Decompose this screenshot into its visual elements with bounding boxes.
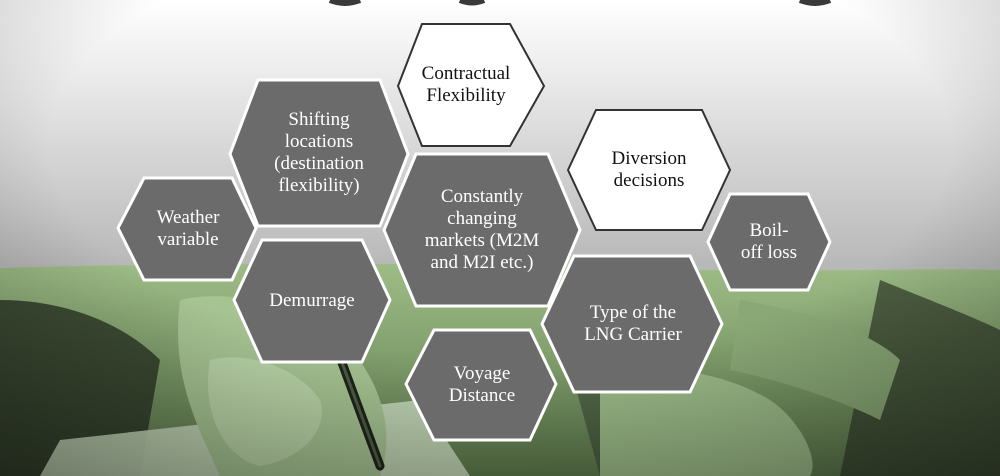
- node-label-voyage-distance: Voyage Distance: [448, 363, 516, 406]
- node-label-demurrage: Demurrage: [269, 290, 355, 311]
- node-label-constantly-changing-markets: Constantly changing markets (M2M and M2I…: [424, 186, 540, 273]
- hex-constantly-changing-markets[interactable]: [382, 152, 582, 308]
- hex-weather-variable[interactable]: [116, 176, 258, 282]
- node-label-shifting-locations: Shifting locations (destination flexibil…: [274, 109, 364, 196]
- node-label-weather-variable: Weather variable: [156, 207, 220, 250]
- hex-contractual-flexibility[interactable]: [396, 23, 546, 147]
- hex-shifting-locations[interactable]: [228, 78, 410, 228]
- hex-boil-off-loss[interactable]: [706, 192, 832, 292]
- hex-voyage-distance[interactable]: [404, 328, 558, 442]
- node-label-type-of-lng-carrier: Type of the LNG Carrier: [584, 302, 682, 345]
- hex-diversion-decisions[interactable]: [566, 109, 732, 231]
- node-label-boil-off-loss: Boil- off loss: [740, 220, 798, 263]
- node-label-diversion-decisions: Diversion decisions: [611, 148, 687, 191]
- node-label-contractual-flexibility: Contractual Flexibility: [421, 63, 511, 106]
- hex-demurrage[interactable]: [232, 238, 392, 364]
- hex-type-of-lng-carrier[interactable]: [540, 254, 724, 394]
